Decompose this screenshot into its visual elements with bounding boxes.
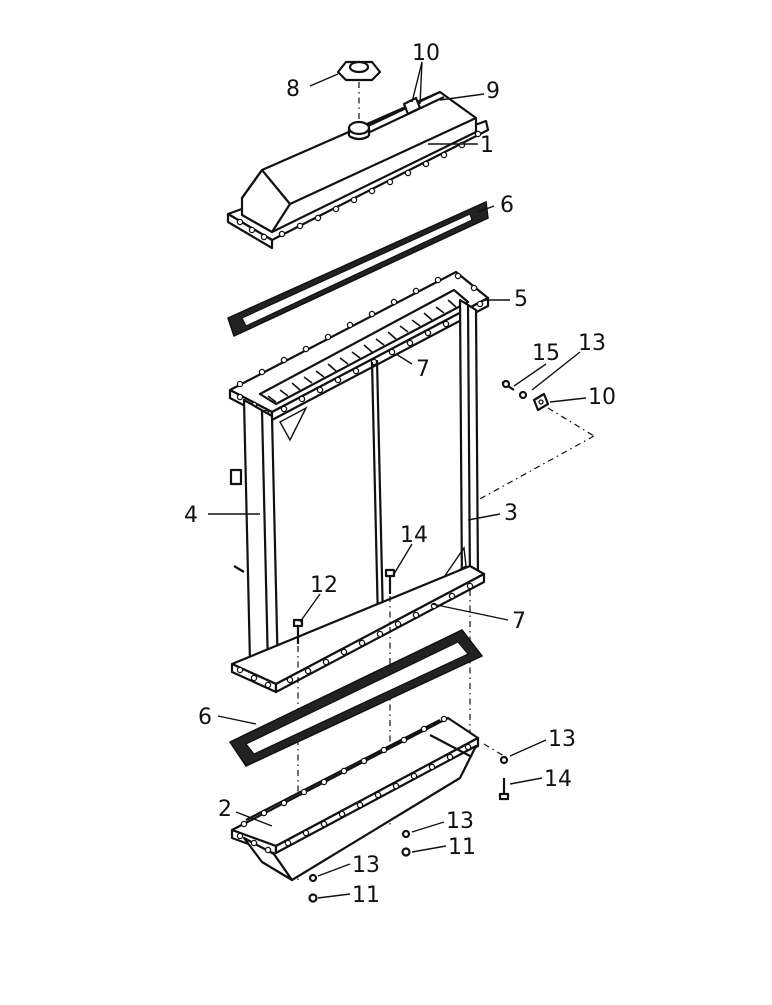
- callout-8: 8: [286, 77, 300, 102]
- nut-11-icon: [308, 893, 318, 903]
- bolt-14-icon: [384, 568, 396, 594]
- callout-15: 15: [532, 341, 560, 366]
- callout-13-bottom: 13: [352, 853, 380, 878]
- bottom-tank-holes: [236, 715, 472, 854]
- callout-7-bottom: 7: [512, 609, 526, 634]
- washer-13-icon: [518, 390, 528, 400]
- top-tank: [226, 90, 490, 250]
- core-fins: [267, 299, 457, 403]
- callout-9: 9: [486, 79, 500, 104]
- callout-labels: 8 10 9 1 6 5 15 13 7 10 4 3 14 12 7 6 13…: [184, 41, 616, 908]
- leader-lines: [208, 61, 587, 899]
- callout-14-right: 14: [544, 767, 572, 792]
- callout-1: 1: [480, 133, 494, 158]
- washer-13-icon: [499, 755, 509, 765]
- washer-13-icon: [401, 829, 411, 839]
- bottom-tank: [230, 715, 480, 882]
- bracket-10-icon: [532, 392, 550, 412]
- nut-11-icon: [401, 847, 411, 857]
- alignment-lines: [297, 590, 505, 880]
- callout-13-center: 13: [446, 809, 474, 834]
- callout-10-top: 10: [412, 41, 440, 66]
- callout-12: 12: [310, 573, 338, 598]
- callout-14-mid: 14: [400, 523, 428, 548]
- callout-3: 3: [504, 501, 518, 526]
- top-flange-holes: [236, 130, 482, 241]
- callout-13-right: 13: [548, 727, 576, 752]
- radiator-core: [228, 270, 490, 694]
- bolt-14-icon: [498, 778, 510, 801]
- bolt-15-icon: [501, 379, 515, 391]
- core-bottom-holes: [236, 582, 474, 689]
- callout-6-top: 6: [500, 193, 514, 218]
- bottom-gasket: [228, 629, 484, 767]
- washer-13-icon: [308, 873, 318, 883]
- bolt-12-icon: [292, 618, 304, 644]
- pressure-cap: [336, 60, 382, 120]
- callout-10-right: 10: [588, 385, 616, 410]
- callout-7-top: 7: [416, 357, 430, 382]
- top-gasket: [227, 200, 489, 338]
- callout-11-center: 11: [448, 835, 476, 860]
- callout-11-bottom: 11: [352, 883, 380, 908]
- side-bracket-hardware: [477, 379, 595, 501]
- callout-5: 5: [514, 287, 528, 312]
- callout-13-upper: 13: [578, 331, 606, 356]
- callout-4: 4: [184, 503, 198, 528]
- callout-6-bottom: 6: [198, 705, 212, 730]
- callout-2: 2: [218, 797, 232, 822]
- bottom-hardware: [308, 755, 510, 903]
